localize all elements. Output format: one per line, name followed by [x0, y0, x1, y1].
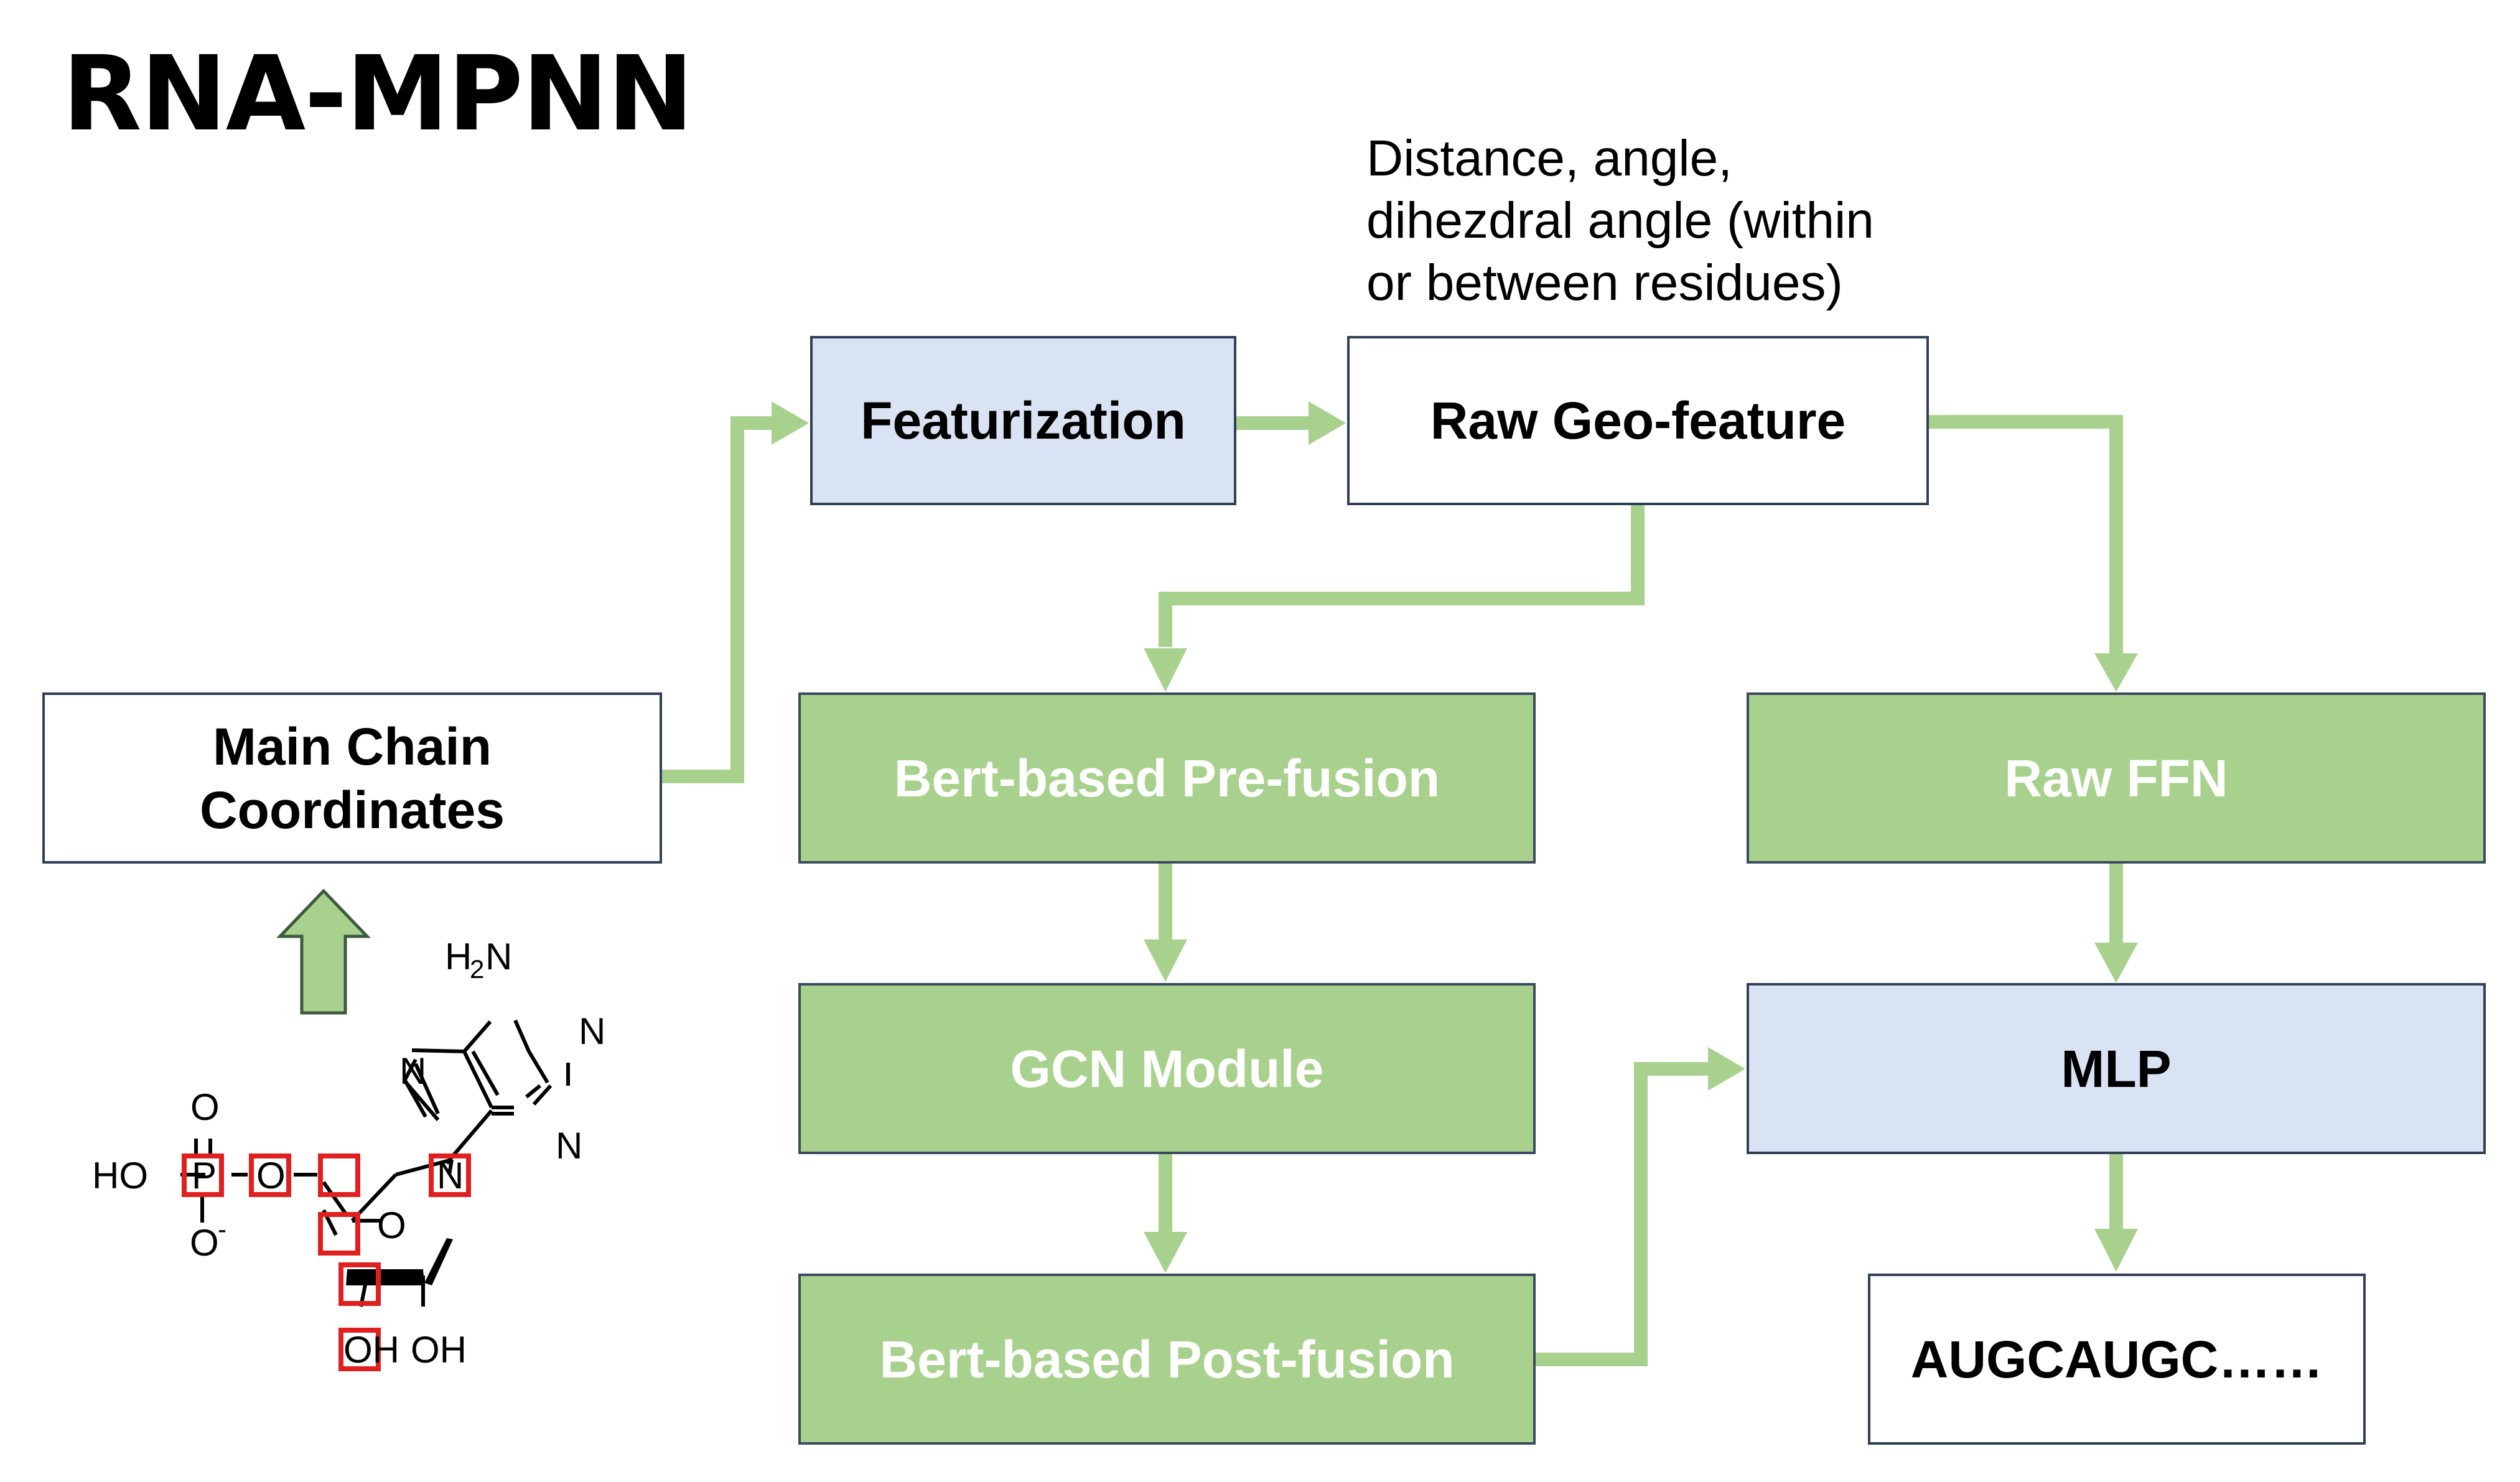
bert-pre-fusion-label: Bert-based Pre-fusion	[894, 748, 1440, 808]
molecule-structure	[180, 1019, 570, 1307]
molecule-wedge	[424, 1238, 453, 1285]
atom-label: N	[437, 1155, 464, 1196]
gcn-module-box: GCN Module	[798, 983, 1536, 1154]
output-sequence-label: AUGCAUGC……	[1910, 1330, 2323, 1389]
molecule-wedge	[346, 1269, 424, 1285]
backbone-highlight	[338, 1262, 381, 1306]
bert-pre-fusion-box: Bert-based Pre-fusion	[798, 692, 1536, 864]
mlp-label: MLP	[2061, 1039, 2172, 1098]
up-arrow-icon	[276, 888, 371, 1015]
feature-description-line: dihezdral angle (within	[1366, 192, 1874, 249]
arrowhead	[2094, 943, 2138, 983]
gcn-module-label: GCN Module	[1010, 1039, 1324, 1098]
output-sequence-box: AUGCAUGC……	[1868, 1274, 2366, 1445]
feature-description: Distance, angle, dihezdral angle (within…	[1366, 128, 1874, 314]
backbone-highlight	[429, 1153, 471, 1197]
diagram-title: RNA-MPNN	[62, 34, 694, 154]
arrowhead	[2094, 1229, 2138, 1272]
atom-label: N	[399, 1050, 426, 1092]
arrowhead	[1144, 648, 1187, 692]
bert-post-fusion-box: Bert-based Post-fusion	[798, 1274, 1536, 1445]
raw-geo-feature-label: Raw Geo-feature	[1430, 391, 1846, 450]
backbone-highlight	[249, 1153, 291, 1197]
main-chain-coordinates-box: Main Chain Coordinates	[42, 692, 662, 864]
atom-label: H	[445, 936, 472, 977]
arrowhead	[1708, 1047, 1745, 1091]
main-chain-label-line: Coordinates	[199, 780, 505, 839]
atom-label: O	[377, 1205, 406, 1246]
featurization-label: Featurization	[861, 391, 1186, 450]
featurization-box: Featurization	[810, 336, 1236, 505]
atom-label: N	[485, 936, 512, 977]
arrowhead	[1309, 401, 1346, 445]
atom-label: 2	[470, 954, 484, 984]
arrow-postfusion-to-mlp	[1534, 1062, 1708, 1366]
backbone-highlight	[318, 1212, 360, 1256]
arrowhead	[2094, 653, 2138, 692]
arrowhead	[1144, 1232, 1187, 1273]
atom-label: OH	[411, 1329, 467, 1371]
feature-description-line: or between residues)	[1366, 254, 1843, 311]
atom-label: N	[579, 1010, 605, 1052]
atom-label: HO	[92, 1155, 148, 1196]
atom-label: O	[190, 1222, 219, 1264]
arrow-rawgeo-to-rawffn	[1927, 415, 2123, 653]
atom-label: -	[218, 1214, 226, 1244]
backbone-highlight	[318, 1153, 360, 1197]
arrowhead	[1144, 939, 1187, 982]
backbone-highlight	[182, 1153, 224, 1197]
bert-post-fusion-label: Bert-based Post-fusion	[879, 1330, 1455, 1389]
arrow-main-to-featurization	[661, 416, 775, 783]
raw-ffn-label: Raw FFN	[2004, 748, 2228, 808]
atom-label: N	[556, 1125, 582, 1167]
arrowhead	[772, 401, 809, 445]
raw-geo-feature-box: Raw Geo-feature	[1347, 336, 1929, 505]
mlp-box: MLP	[1747, 983, 2486, 1154]
feature-description-line: Distance, angle,	[1366, 130, 1733, 187]
backbone-highlight	[338, 1328, 381, 1371]
atom-label: OH	[343, 1329, 399, 1371]
main-chain-label-line: Main Chain	[212, 717, 492, 776]
arrow-rawgeo-to-prefusion	[1159, 504, 1645, 647]
raw-ffn-box: Raw FFN	[1747, 692, 2486, 864]
atom-label: P	[192, 1155, 217, 1196]
atom-label: O	[190, 1086, 220, 1128]
atom-label: O	[256, 1155, 286, 1196]
